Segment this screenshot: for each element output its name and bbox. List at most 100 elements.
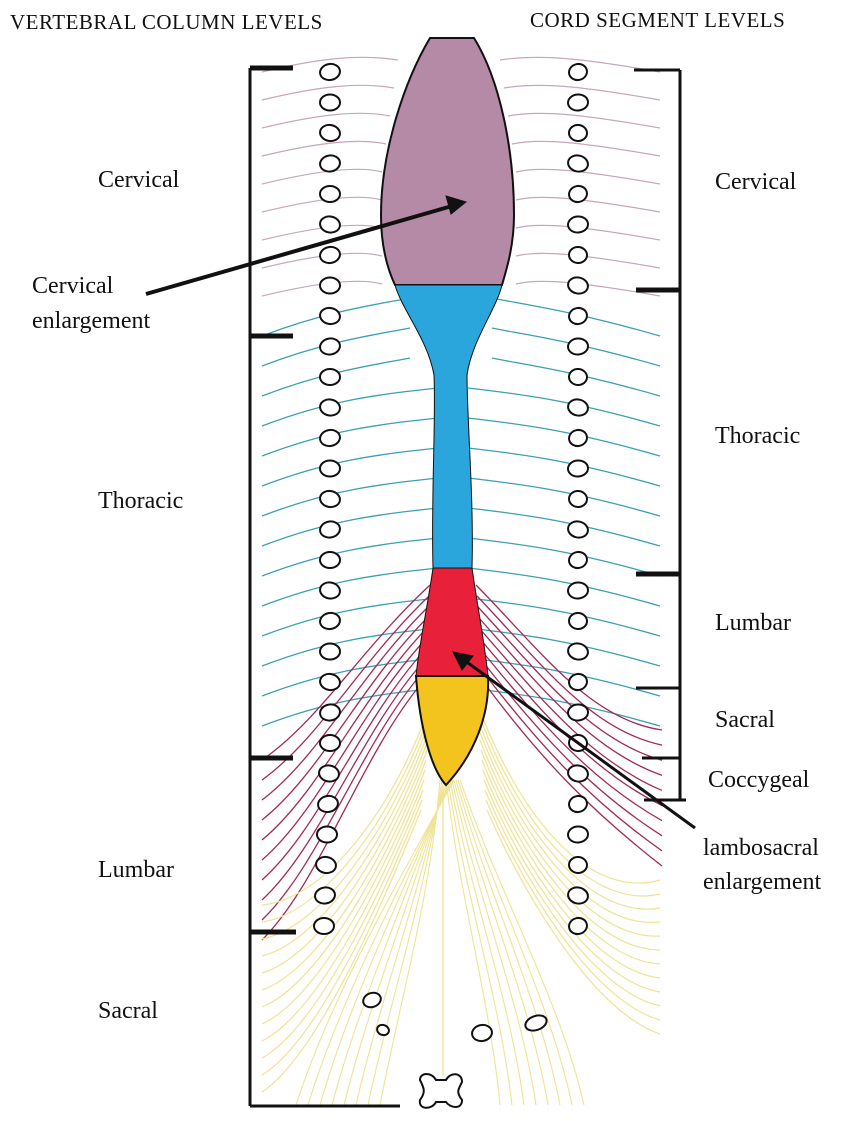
vertebra-icon	[471, 1023, 493, 1042]
vertebra-icon	[567, 398, 590, 418]
vertebra-icon	[567, 94, 588, 111]
vertebra-icon	[567, 460, 588, 477]
sacral-nerve-root	[476, 700, 660, 883]
cervical-nerve-root	[262, 169, 382, 184]
lumbosacral-enlargement-label-line2: enlargement	[703, 868, 821, 896]
cord-level-thoracic: Thoracic	[715, 422, 800, 450]
thoracic-nerve-root	[468, 628, 660, 666]
vertebra-icon	[320, 278, 340, 294]
vertebra-icon	[319, 428, 341, 447]
lumbar-nerve-root	[262, 618, 427, 820]
vertebra-icon	[568, 490, 587, 507]
vertebra-icon	[567, 642, 590, 662]
cord-lumbar-region	[416, 568, 488, 676]
vertebra-icon	[314, 886, 336, 905]
cord-level-coccygeal: Coccygeal	[708, 766, 809, 794]
vertebra-icon	[319, 337, 341, 356]
vertebra-icon	[319, 245, 341, 264]
vertebra-icon	[319, 520, 341, 539]
vertebra-icon	[320, 552, 340, 568]
vertebra-icon	[568, 62, 589, 81]
lumbar-nerve-root	[262, 596, 429, 780]
cauda-equina-root	[458, 780, 572, 1105]
thoracic-nerve-root	[468, 478, 660, 516]
sacral-nerve-root	[262, 740, 428, 973]
cervical-enlargement-label-line1: Cervical	[32, 272, 113, 300]
cord-sacral-region	[416, 676, 488, 785]
vertebra-icon	[567, 764, 590, 784]
cord-level-cervical: Cervical	[715, 168, 796, 196]
vertebra-icon	[567, 886, 590, 906]
vertebra-icon	[320, 369, 340, 385]
thoracic-nerve-root	[468, 568, 660, 606]
thoracic-nerve-root	[468, 418, 660, 456]
vertebra-icon	[314, 918, 334, 934]
vertebra-icon	[568, 246, 587, 263]
thoracic-nerve-root	[262, 688, 438, 726]
vertebra-icon	[567, 582, 588, 599]
lumbosacral-enlargement-label-line1: lambosacral	[703, 834, 819, 862]
cervical-enlargement-label-line2: enlargement	[32, 307, 150, 335]
cauda-equina-root	[446, 780, 500, 1105]
cord-segment-header: CORD SEGMENT LEVELS	[530, 8, 785, 33]
vertebra-icon	[567, 276, 590, 296]
vertebra-icon	[319, 611, 341, 630]
vertebra-icon	[320, 644, 340, 660]
thoracic-nerve-root	[468, 508, 660, 546]
vertebra-icon	[319, 581, 341, 600]
cervical-nerve-root	[262, 141, 386, 156]
vertebra-icon	[320, 95, 340, 111]
cord-thoracic-region	[395, 285, 502, 568]
thoracic-nerve-root	[468, 538, 660, 576]
cervical-nerve-root	[512, 141, 660, 156]
vertebra-icon	[319, 398, 341, 417]
vertebra-icon	[319, 215, 341, 234]
lumbar-nerve-root	[262, 629, 426, 840]
lumbar-nerve-root	[262, 640, 425, 860]
vertebra-icon	[320, 186, 340, 202]
vertebra-icon	[315, 855, 337, 874]
thoracic-nerve-root	[468, 688, 660, 726]
vertebra-icon	[568, 306, 589, 325]
vertebra-icon	[568, 124, 587, 141]
vertebral-level-cervical: Cervical	[98, 166, 179, 194]
lumbar-nerve-root	[262, 607, 428, 800]
vertebra-icon	[568, 856, 587, 873]
vertebra-icon	[568, 612, 587, 629]
cord-level-sacral: Sacral	[715, 706, 775, 734]
vertebral-column-header: VERTEBRAL COLUMN LEVELS	[10, 10, 323, 35]
lumbar-nerve-root	[484, 673, 662, 851]
cauda-equina-root	[450, 780, 524, 1105]
vertebra-icon	[567, 216, 588, 233]
coccyx-bone	[420, 1074, 462, 1108]
thoracic-nerve-root	[468, 388, 660, 426]
sacral-nerve-root	[262, 720, 430, 939]
vertebra-icon	[319, 306, 341, 325]
thoracic-nerve-root	[468, 448, 660, 486]
vertebra-icon	[319, 62, 341, 81]
vertebra-icon	[568, 672, 589, 691]
vertebra-icon	[319, 123, 341, 142]
vertebra-icon	[376, 1023, 391, 1037]
vertebra-icon	[319, 703, 341, 722]
cauda-equina-root	[456, 780, 560, 1105]
cervical-nerve-root	[516, 253, 660, 268]
vertebra-icon	[318, 764, 340, 783]
vertebra-icon	[319, 672, 341, 691]
vertebra-icon	[568, 368, 587, 385]
vertebra-icon	[317, 827, 337, 843]
vertebra-icon	[568, 794, 589, 813]
vertebra-icon	[567, 520, 590, 540]
vertebra-icon	[567, 826, 588, 843]
vertebral-level-thoracic: Thoracic	[98, 487, 183, 515]
cervical-nerve-root	[508, 113, 660, 128]
cord-level-lumbar: Lumbar	[715, 609, 791, 637]
cauda-equina-root	[460, 780, 584, 1105]
vertebra-icon	[567, 704, 588, 721]
cervical-nerve-root	[516, 197, 660, 212]
cord-cervical-region	[381, 38, 514, 285]
vertebra-icon	[568, 428, 589, 447]
sacral-nerve-root	[262, 770, 425, 1024]
vertebral-level-sacral: Sacral	[98, 997, 158, 1025]
vertebral-level-lumbar: Lumbar	[98, 856, 174, 884]
